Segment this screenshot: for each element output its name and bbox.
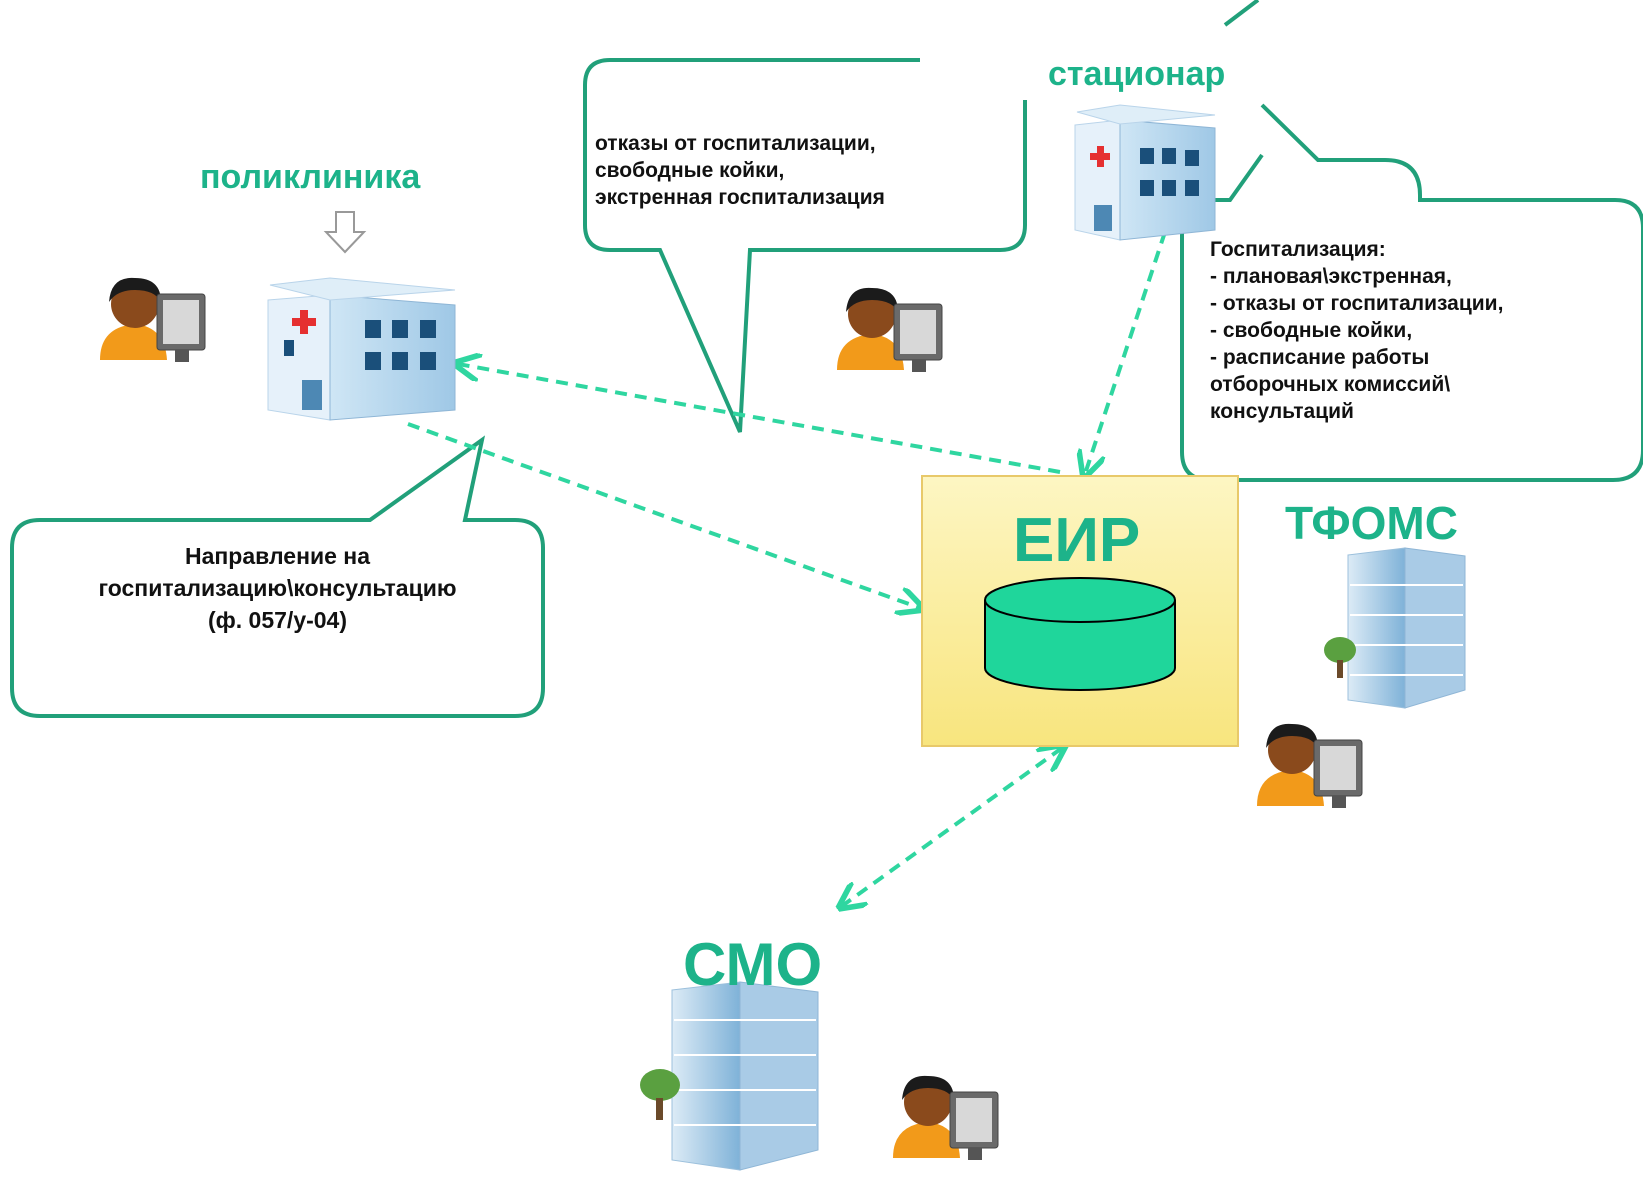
polyclinic-label: поликлиника (200, 158, 421, 196)
callout-line: консультаций (1210, 400, 1354, 423)
callout-line: - плановая\экстренная, (1210, 265, 1452, 288)
smo-user-icon (893, 1075, 999, 1160)
polyclinic-building-icon (267, 211, 456, 421)
callout-line: госпитализацию\консультацию (98, 575, 457, 601)
callout-line: Направление на (185, 543, 370, 569)
tfoms-user-icon (1257, 723, 1363, 808)
callout-line: экстренная госпитализация (595, 186, 885, 209)
arrow-eir-polyclinic (458, 364, 1061, 474)
arrow-hospital-eir (1085, 231, 1167, 474)
hospital-building-icon (1074, 104, 1216, 241)
callout-polyclinic-text: Направление на госпитализацию\консультац… (12, 540, 543, 636)
callout-line: - расписание работы (1210, 346, 1430, 369)
arrow-polyclinic-eir (407, 422, 920, 608)
callout-polyclinic (10, 435, 545, 718)
smo-office-icon (640, 981, 819, 1171)
polyclinic-user-icon (100, 277, 206, 362)
callout-hospital-top (583, 58, 1027, 433)
callout-line: - свободные койки, (1210, 319, 1413, 342)
database-icon (984, 577, 1176, 691)
hospital-label: стационар (1048, 55, 1226, 93)
callout-hospital-top-gap-cover (1223, 0, 1260, 27)
callout-hospital-right (1180, 103, 1643, 482)
callout-line: (ф. 057/у-04) (207, 607, 348, 633)
callout-line: отборочных комиссий\ (1210, 373, 1451, 396)
arrow-eir-smo (842, 748, 1062, 906)
callout-line: свободные койки, (595, 159, 785, 182)
callout-line: отказы от госпитализации, (595, 132, 876, 155)
callout-hospital-right-text: Госпитализация: - плановая\экстренная, -… (1210, 236, 1503, 425)
tfoms-label: ТФОМС (1285, 497, 1458, 549)
eir-label: ЕИР (1013, 506, 1141, 575)
tfoms-office-icon (1324, 547, 1466, 709)
callout-hospital-top-text: отказы от госпитализации, свободные койк… (595, 130, 885, 211)
smo-label: СМО (683, 931, 823, 998)
callout-line: - отказы от госпитализации, (1210, 292, 1504, 315)
hospital-user-icon (837, 287, 943, 372)
callout-line: Госпитализация: (1210, 238, 1386, 261)
